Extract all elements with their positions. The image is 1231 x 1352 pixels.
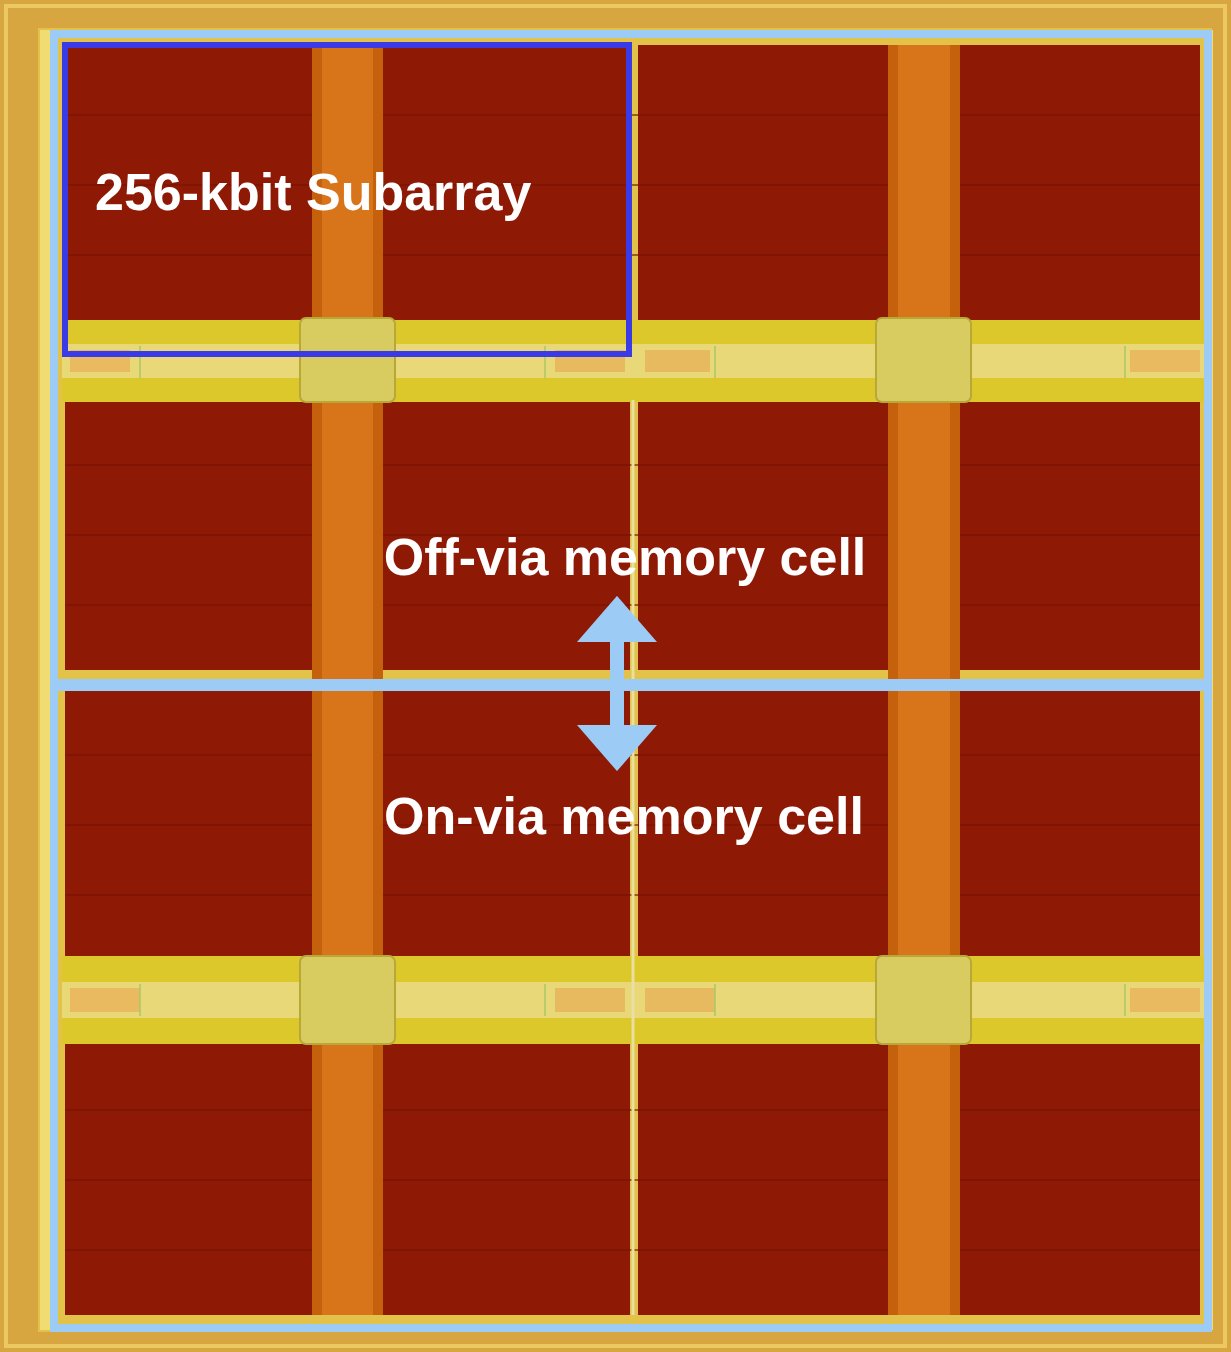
- region-box: On-via memory cell: [50, 683, 1212, 1332]
- region-label: On-via memory cell: [384, 787, 864, 847]
- region-label: 256-kbit Subarray: [95, 163, 531, 223]
- subarray-box: 256-kbit Subarray: [62, 42, 632, 357]
- region-label: Off-via memory cell: [384, 528, 867, 588]
- region-box: 256-kbit SubarrayOff-via memory cell: [50, 30, 1212, 687]
